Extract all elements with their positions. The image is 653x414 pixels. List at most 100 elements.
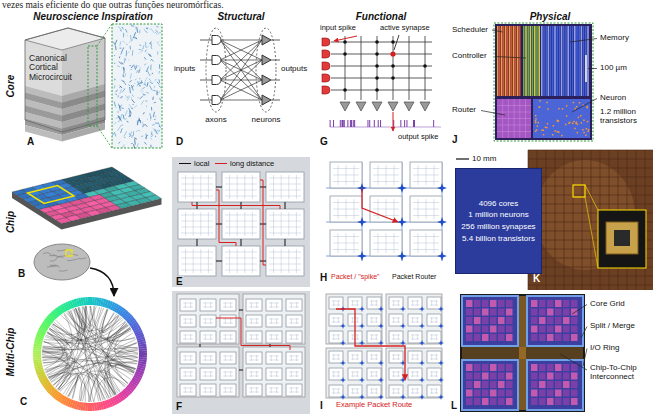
- dimension: 100 µm: [600, 64, 627, 73]
- art-shape: [249, 376, 259, 377]
- art-shape: [154, 102, 157, 103]
- art-shape: [192, 202, 280, 209]
- art-shape: [220, 40, 262, 80]
- art-shape: [212, 96, 221, 105]
- art-shape: [145, 26, 147, 27]
- art-shape: [139, 118, 141, 124]
- art-shape: [131, 97, 133, 98]
- art-shape: [74, 309, 101, 401]
- art-shape: [482, 326, 489, 333]
- art-shape: [462, 360, 518, 410]
- art-shape: [561, 135, 563, 137]
- art-shape: [112, 24, 162, 148]
- art-shape: [413, 215, 439, 216]
- art-shape: [566, 115, 568, 117]
- art-shape: [525, 26, 527, 96]
- art-shape: [340, 120, 341, 127]
- art-shape: [220, 80, 262, 100]
- art-shape: [400, 306, 406, 312]
- art-shape: [151, 130, 152, 132]
- art-shape: [370, 359, 378, 360]
- art-shape: [256, 28, 276, 112]
- art-shape: [289, 335, 299, 336]
- art-shape: [582, 150, 583, 290]
- art-shape: [546, 150, 547, 290]
- art-shape: [331, 66, 432, 67]
- art-shape: [338, 354, 339, 360]
- art-shape: [146, 92, 149, 93]
- art-shape: [375, 40, 379, 44]
- art-shape: [490, 373, 497, 380]
- art-shape: [343, 52, 347, 56]
- art-shape: [367, 385, 381, 397]
- art-shape: [276, 334, 277, 340]
- art-shape: [490, 398, 497, 405]
- art-shape: [528, 186, 653, 187]
- art-shape: [582, 129, 584, 131]
- art-shape: [119, 47, 121, 48]
- art-shape: [357, 388, 358, 394]
- art-shape: [534, 26, 536, 96]
- art-shape: [249, 319, 259, 320]
- art-shape: [338, 388, 339, 394]
- art-shape: [408, 314, 422, 326]
- art-shape: [372, 102, 382, 111]
- art-shape: [535, 120, 537, 122]
- art-shape: [152, 134, 153, 136]
- art-shape: [203, 388, 213, 389]
- art-shape: [536, 26, 538, 96]
- art-shape: [123, 68, 124, 74]
- art-shape: [252, 212, 253, 236]
- art-shape: [543, 26, 545, 96]
- art-shape: [370, 376, 378, 377]
- art-shape: [42, 352, 67, 357]
- art-shape: [400, 340, 406, 346]
- art-shape: [419, 323, 425, 329]
- art-shape: [340, 377, 346, 383]
- art-shape: [130, 73, 131, 78]
- art-shape: [131, 65, 133, 68]
- part-name: Router: [452, 106, 476, 115]
- art-shape: [490, 381, 497, 388]
- art-shape: [436, 354, 437, 360]
- art-shape: [376, 300, 377, 306]
- art-shape: [220, 384, 236, 396]
- art-shape: [79, 298, 80, 306]
- art-shape: [157, 51, 158, 54]
- art-shape: [289, 323, 299, 324]
- panel-letter: L: [451, 400, 457, 411]
- art-shape: [359, 340, 365, 346]
- art-shape: [271, 80, 280, 81]
- art-shape: [430, 335, 438, 336]
- art-shape: [220, 80, 262, 100]
- part-name: Chip-To-Chip Interconnect: [590, 364, 650, 382]
- art-shape: [158, 122, 161, 128]
- art-shape: [466, 326, 473, 333]
- art-shape: [571, 364, 578, 371]
- legend-line-sample: [215, 163, 227, 164]
- art-shape: [135, 26, 137, 31]
- art-shape: [149, 78, 151, 81]
- art-shape: [373, 215, 399, 216]
- signal-name: output spike: [398, 133, 438, 141]
- art-shape: [276, 355, 277, 361]
- art-shape: [123, 81, 126, 85]
- art-shape: [210, 302, 211, 308]
- art-shape: [329, 314, 343, 326]
- art-shape: [94, 403, 97, 411]
- art-shape: [359, 360, 365, 366]
- art-shape: [332, 359, 340, 360]
- art-shape: [474, 390, 481, 397]
- art-shape: [42, 351, 70, 362]
- art-shape: [139, 83, 141, 85]
- art-shape: [392, 318, 400, 319]
- panel-letter: H: [320, 272, 327, 283]
- art-shape: [51, 313, 115, 382]
- art-shape: [482, 390, 489, 397]
- art-shape: [528, 285, 653, 286]
- art-shape: [571, 326, 578, 333]
- art-shape: [156, 26, 158, 27]
- art-shape: [249, 360, 259, 361]
- art-shape: [118, 111, 119, 114]
- art-shape: [344, 120, 345, 127]
